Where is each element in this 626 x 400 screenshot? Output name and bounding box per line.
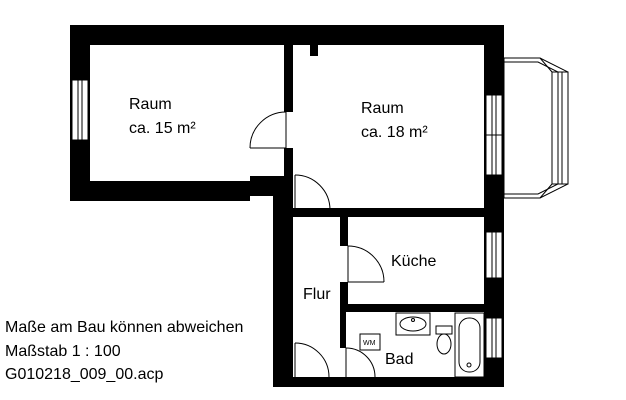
room-right-area: ca. 18 m² xyxy=(361,124,428,141)
wall-kitchen-bath xyxy=(340,304,494,312)
wall-hall-kitchen-upper xyxy=(340,208,348,246)
file-id-note: G010218_009_00.acp xyxy=(5,366,164,383)
hallway-name: Flur xyxy=(303,286,331,303)
wall-partition-upper xyxy=(284,38,293,112)
wall-hall-left xyxy=(273,196,293,387)
washbasin-icon xyxy=(395,312,431,336)
window-left-room xyxy=(71,79,89,141)
toilet-icon xyxy=(435,325,453,355)
wall-room-kitchen xyxy=(284,208,494,217)
bathtub-icon xyxy=(454,312,485,378)
window-right-room-upper xyxy=(485,94,503,136)
wall-partition-lower xyxy=(284,148,293,210)
wall-right-room-step xyxy=(310,38,318,56)
wall-left-room-bottom-step xyxy=(250,176,292,196)
window-kitchen xyxy=(485,231,503,279)
bay-window xyxy=(503,57,569,199)
doors xyxy=(249,111,385,378)
wall-hall-bath xyxy=(340,312,346,348)
windows xyxy=(71,79,503,359)
washing-machine-label: WM xyxy=(363,340,376,347)
washing-machine-icon xyxy=(359,333,381,351)
room-left-name: Raum xyxy=(129,96,172,113)
wall-right-room-top xyxy=(284,25,504,45)
wall-hall-stub xyxy=(293,210,341,216)
room-left-area: ca. 15 m² xyxy=(129,120,196,137)
disclaimer-note: Maße am Bau können abweichen xyxy=(5,319,244,336)
room-right-name: Raum xyxy=(361,100,404,117)
kitchen-name: Küche xyxy=(391,253,436,270)
wall-left-room-bottom xyxy=(70,181,250,201)
window-bath xyxy=(485,317,503,359)
room-labels: Raum ca. 15 m² Raum ca. 18 m² Küche Flur… xyxy=(129,96,436,368)
wall-bottom xyxy=(273,377,504,387)
bathroom-name: Bad xyxy=(385,351,413,368)
scale-note: Maßstab 1 : 100 xyxy=(5,343,121,360)
window-right-room-lower xyxy=(485,134,503,176)
bathroom-fixtures xyxy=(359,312,485,378)
wall-left-room-top xyxy=(70,25,292,45)
wall-hall-kitchen-lower xyxy=(340,282,348,312)
